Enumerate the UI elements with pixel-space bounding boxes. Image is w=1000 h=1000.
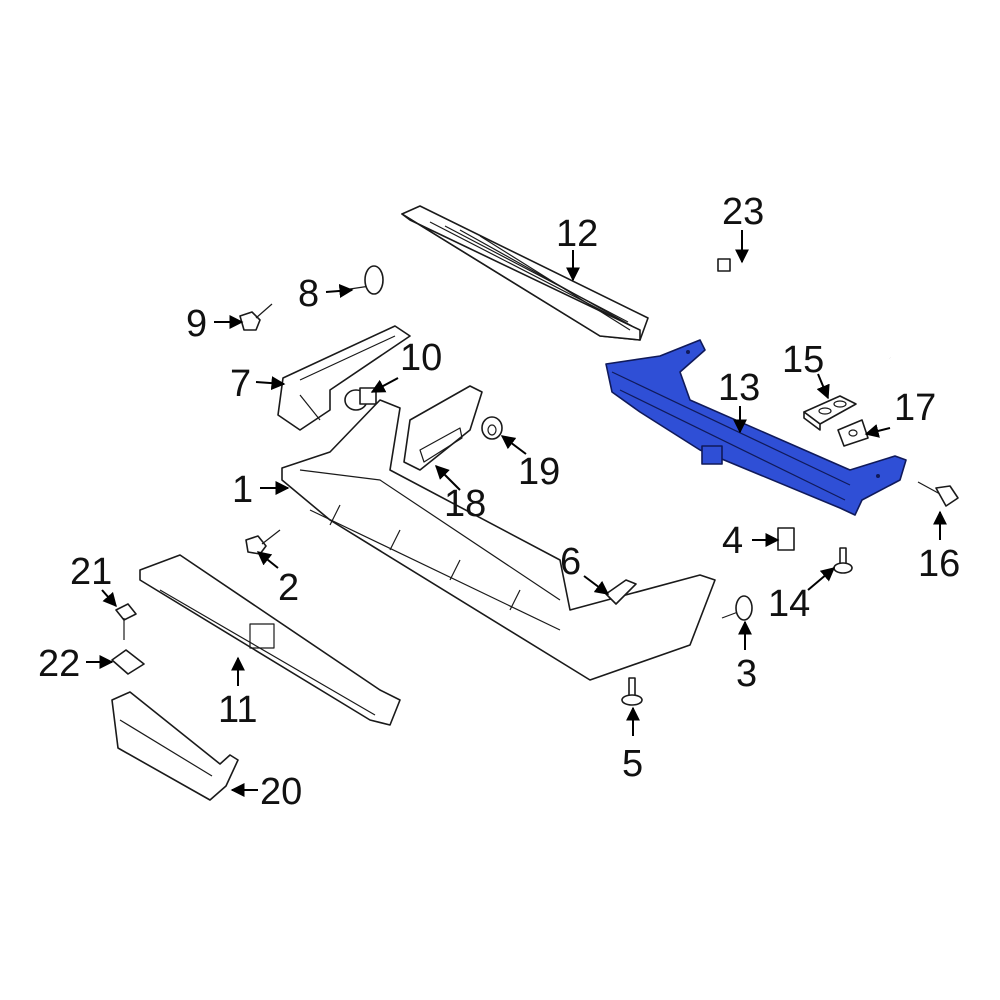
bumper-cover-part-1[interactable] xyxy=(281,399,716,681)
bracket-part-20[interactable] xyxy=(111,691,239,801)
bracket-part-18[interactable] xyxy=(403,385,483,471)
callout-3: 3 xyxy=(736,653,757,695)
bolt-part-21[interactable] xyxy=(115,603,137,640)
clip-part-10[interactable] xyxy=(344,387,377,411)
wire-harness-part-23[interactable] xyxy=(717,258,891,360)
nut-clip-part-22[interactable] xyxy=(111,649,145,675)
grommet-part-19[interactable] xyxy=(481,416,503,440)
callout-1: 1 xyxy=(232,469,253,511)
callout-4: 4 xyxy=(722,520,743,562)
leader-arrow-8 xyxy=(325,283,354,298)
leader-arrow-15 xyxy=(816,373,830,400)
bolt-part-2[interactable] xyxy=(245,529,281,555)
callout-2: 2 xyxy=(278,567,299,609)
push-pin-part-3[interactable] xyxy=(721,595,753,621)
leader-arrow-18 xyxy=(435,465,461,491)
callout-22: 22 xyxy=(38,643,80,685)
callout-20: 20 xyxy=(260,771,302,813)
callout-23: 23 xyxy=(722,191,764,233)
push-pin-part-8[interactable] xyxy=(349,265,384,295)
clip-part-4[interactable] xyxy=(777,527,795,551)
callout-14: 14 xyxy=(768,583,810,625)
callout-9: 9 xyxy=(186,303,207,345)
bracket-part-15[interactable] xyxy=(803,395,857,431)
callout-18: 18 xyxy=(444,483,486,525)
callout-13: 13 xyxy=(718,367,760,409)
plate-part-17[interactable] xyxy=(837,419,869,447)
leader-arrow-10 xyxy=(370,377,399,393)
callout-21: 21 xyxy=(70,551,112,593)
callout-11: 11 xyxy=(218,689,257,731)
callout-5: 5 xyxy=(622,743,643,785)
stud-part-14[interactable] xyxy=(833,547,853,574)
nut-clip-part-6[interactable] xyxy=(605,579,637,605)
callout-17: 17 xyxy=(894,387,936,429)
leader-arrow-7 xyxy=(255,376,286,391)
bolt-part-9[interactable] xyxy=(239,303,273,331)
callout-labels: 1 2 3 4 5 6 7 8 9 10 11 12 13 14 15 16 1… xyxy=(38,191,960,813)
callout-12: 12 xyxy=(556,213,598,255)
callout-10: 10 xyxy=(400,337,442,379)
leader-arrow-17 xyxy=(864,424,891,438)
callout-15: 15 xyxy=(782,339,824,381)
bracket-part-7[interactable] xyxy=(277,325,411,431)
callout-7: 7 xyxy=(230,363,251,405)
callout-6: 6 xyxy=(560,541,581,583)
callout-8: 8 xyxy=(298,273,319,315)
leader-arrow-14 xyxy=(807,567,836,591)
leader-arrow-21 xyxy=(101,589,117,608)
callout-19: 19 xyxy=(518,451,560,493)
push-pin-part-5[interactable] xyxy=(621,677,643,706)
energy-absorber-part-11[interactable] xyxy=(139,554,401,726)
bumper-reinforcement-part-13[interactable] xyxy=(605,339,907,516)
leader-arrows xyxy=(86,230,947,797)
step-pad-part-12[interactable] xyxy=(401,205,649,341)
leader-arrow-6 xyxy=(583,575,610,595)
leader-arrow-19 xyxy=(500,435,527,455)
leader-arrow-2 xyxy=(256,551,279,569)
bolt-part-16[interactable] xyxy=(917,481,959,507)
callout-16: 16 xyxy=(918,543,960,585)
